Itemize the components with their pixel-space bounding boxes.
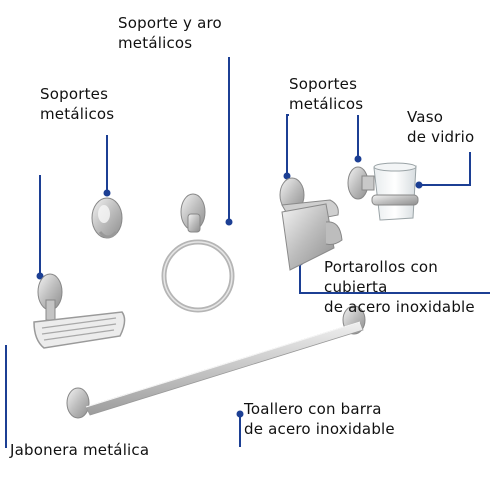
callout-lines bbox=[5, 57, 490, 448]
label-glass-line2: de vidrio bbox=[407, 128, 475, 146]
label-ring-line2: metálicos bbox=[118, 34, 193, 52]
label-supports-left-line2: metálicos bbox=[40, 105, 115, 123]
paper-holder bbox=[279, 177, 343, 271]
soap-dish bbox=[33, 273, 126, 349]
label-glass: Vaso de vidrio bbox=[407, 107, 474, 147]
label-supports-right-line2: metálicos bbox=[289, 95, 364, 113]
label-ring: Soporte y aro metálicos bbox=[118, 13, 222, 53]
wall-hook bbox=[91, 197, 123, 239]
label-towel-bar: Toallero con barra de acero inoxidable bbox=[244, 399, 395, 439]
label-supports-left: Soportes metálicos bbox=[40, 84, 114, 124]
label-supports-right: Soportes metálicos bbox=[289, 74, 363, 114]
glass-holder bbox=[347, 162, 419, 221]
label-paper-holder: Portarollos con cubierta de acero inoxid… bbox=[324, 257, 500, 317]
towel-ring bbox=[161, 193, 235, 313]
label-paper-holder-line1: Portarollos con cubierta bbox=[324, 258, 438, 296]
towel-bar bbox=[66, 305, 366, 419]
label-soap-dish-line1: Jabonera metálica bbox=[10, 441, 150, 459]
label-ring-line1: Soporte y aro bbox=[118, 14, 222, 32]
label-glass-line1: Vaso bbox=[407, 108, 444, 126]
label-supports-right-line1: Soportes bbox=[289, 75, 358, 93]
label-towel-bar-line2: de acero inoxidable bbox=[244, 420, 395, 438]
label-towel-bar-line1: Toallero con barra bbox=[244, 400, 382, 418]
label-supports-left-line1: Soportes bbox=[40, 85, 109, 103]
label-soap-dish: Jabonera metálica bbox=[10, 440, 149, 460]
label-paper-holder-line2: de acero inoxidable bbox=[324, 298, 475, 316]
